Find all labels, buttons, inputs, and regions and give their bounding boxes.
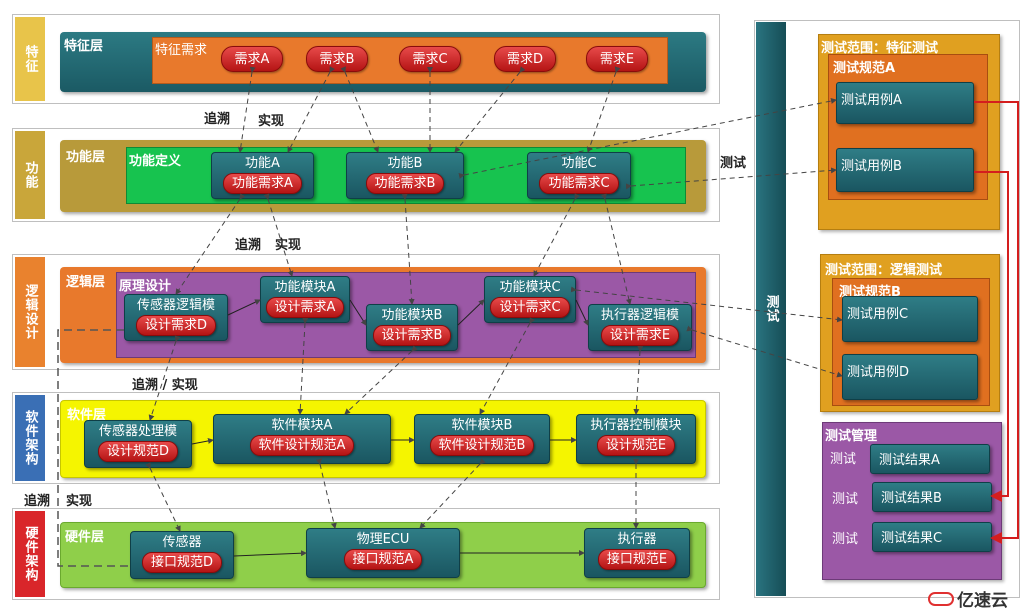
requirement-b[interactable]: 需求B xyxy=(306,46,368,72)
test-case-b[interactable]: 测试用例B xyxy=(836,148,974,192)
implement-label-1: 实现 xyxy=(258,114,285,129)
logic-module-a-req[interactable]: 设计需求A xyxy=(265,297,345,318)
logic-side-label: 逻辑设计 xyxy=(15,257,45,367)
hardware-module-ecu-req[interactable]: 接口规范A xyxy=(343,549,423,570)
watermark-text: 亿速云 xyxy=(957,591,1008,611)
feature-test-scope-title: 测试范围：特征测试 xyxy=(821,41,939,56)
test-management-title: 测试管理 xyxy=(825,429,878,444)
function-layer-name: 功能层 xyxy=(66,150,106,165)
logic-module-c-name: 功能模块C xyxy=(499,280,561,295)
software-module-sensor[interactable]: 传感器处理模 设计规范D xyxy=(84,420,192,468)
implement-label-2: 实现 xyxy=(275,238,302,253)
logic-module-a[interactable]: 功能模块A 设计需求A xyxy=(260,276,350,323)
hardware-module-ecu[interactable]: 物理ECU 接口规范A xyxy=(306,528,460,578)
feature-side-label: 特征 xyxy=(15,17,45,101)
hardware-module-ecu-name: 物理ECU xyxy=(356,532,410,547)
test-result-c[interactable]: 测试结果C xyxy=(872,522,992,552)
test-row-label-b: 测试 xyxy=(832,492,859,507)
hardware-module-actuator-name: 执行器 xyxy=(617,532,657,547)
principle-design-title: 原理设计 xyxy=(119,279,172,294)
test-side-bar: 测试 xyxy=(756,22,786,596)
requirement-a[interactable]: 需求A xyxy=(221,46,283,72)
hardware-module-sensor[interactable]: 传感器 接口规范D xyxy=(130,531,234,579)
function-c[interactable]: 功能C 功能需求C xyxy=(527,152,631,199)
watermark-logo: 亿速云 xyxy=(928,586,1008,611)
software-module-b[interactable]: 软件模块B 软件设计规范B xyxy=(414,414,550,464)
function-b-name: 功能B xyxy=(387,156,423,171)
logic-module-b-name: 功能模块B xyxy=(381,308,443,323)
software-module-b-name: 软件模块B xyxy=(451,418,513,433)
logic-module-sensor-req[interactable]: 设计需求D xyxy=(135,315,216,336)
hardware-module-actuator-req[interactable]: 接口规范E xyxy=(597,549,677,570)
test-row-label-a: 测试 xyxy=(830,452,857,467)
test-spec-a-title: 测试规范A xyxy=(833,61,896,76)
function-a-name: 功能A xyxy=(245,156,280,171)
function-a[interactable]: 功能A 功能需求A xyxy=(211,152,314,199)
feature-requirements-title: 特征需求 xyxy=(155,43,208,58)
requirement-d[interactable]: 需求D xyxy=(494,46,556,72)
hardware-layer-name: 硬件层 xyxy=(65,530,105,545)
logic-test-scope-title: 测试范围：逻辑测试 xyxy=(825,263,943,278)
test-case-c[interactable]: 测试用例C xyxy=(842,296,978,342)
software-module-actuator[interactable]: 执行器控制模块 设计规范E xyxy=(576,414,696,464)
test-label: 测试 xyxy=(720,156,747,171)
hardware-module-sensor-name: 传感器 xyxy=(162,535,202,550)
logic-module-actuator-name: 执行器逻辑模 xyxy=(600,308,679,323)
function-definition-title: 功能定义 xyxy=(129,154,182,169)
logic-module-actuator[interactable]: 执行器逻辑模 设计需求E xyxy=(588,304,692,351)
software-module-sensor-req[interactable]: 设计规范D xyxy=(97,441,178,462)
hardware-module-actuator[interactable]: 执行器 接口规范E xyxy=(584,528,690,578)
trace-label-1: 追溯 xyxy=(204,112,231,127)
logic-layer-name: 逻辑层 xyxy=(66,275,106,290)
software-module-actuator-name: 执行器控制模块 xyxy=(590,418,682,433)
logic-module-sensor-name: 传感器逻辑模 xyxy=(136,298,215,313)
function-side-label: 功能 xyxy=(15,131,45,219)
software-module-actuator-req[interactable]: 设计规范E xyxy=(596,435,676,456)
logic-module-c[interactable]: 功能模块C 设计需求C xyxy=(484,276,576,323)
software-module-a[interactable]: 软件模块A 软件设计规范A xyxy=(213,414,391,464)
trace-implement-label-3: 追溯 / 实现 xyxy=(132,378,198,393)
trace-label-2: 追溯 xyxy=(235,238,262,253)
logic-module-sensor[interactable]: 传感器逻辑模 设计需求D xyxy=(124,294,228,341)
logic-module-a-name: 功能模块A xyxy=(274,280,336,295)
requirement-c[interactable]: 需求C xyxy=(399,46,461,72)
test-result-b[interactable]: 测试结果B xyxy=(872,482,992,512)
test-case-a[interactable]: 测试用例A xyxy=(836,82,974,124)
logic-module-b[interactable]: 功能模块B 设计需求B xyxy=(366,304,458,351)
logic-module-b-req[interactable]: 设计需求B xyxy=(372,325,452,346)
implement-label-4: 实现 xyxy=(66,494,93,509)
requirement-e[interactable]: 需求E xyxy=(586,46,648,72)
test-case-d[interactable]: 测试用例D xyxy=(842,354,978,400)
feature-layer-name: 特征层 xyxy=(64,39,104,54)
function-b[interactable]: 功能B 功能需求B xyxy=(346,152,464,199)
software-module-a-name: 软件模块A xyxy=(271,418,333,433)
software-side-label: 软件架构 xyxy=(15,395,45,481)
cloud-icon xyxy=(928,591,954,606)
logic-module-c-req[interactable]: 设计需求C xyxy=(490,297,570,318)
test-row-label-c: 测试 xyxy=(832,532,859,547)
function-c-req[interactable]: 功能需求C xyxy=(539,173,619,194)
hardware-module-sensor-req[interactable]: 接口规范D xyxy=(141,552,222,573)
test-result-a[interactable]: 测试结果A xyxy=(870,444,990,474)
function-b-req[interactable]: 功能需求B xyxy=(365,173,445,194)
function-c-name: 功能C xyxy=(561,156,597,171)
hardware-side-label: 硬件架构 xyxy=(15,511,45,597)
software-module-b-req[interactable]: 软件设计规范B xyxy=(429,435,535,456)
logic-module-actuator-req[interactable]: 设计需求E xyxy=(600,325,680,346)
software-module-a-req[interactable]: 软件设计规范A xyxy=(249,435,355,456)
trace-label-4: 追溯 xyxy=(24,494,51,509)
software-module-sensor-name: 传感器处理模 xyxy=(98,424,177,439)
function-a-req[interactable]: 功能需求A xyxy=(223,173,302,194)
